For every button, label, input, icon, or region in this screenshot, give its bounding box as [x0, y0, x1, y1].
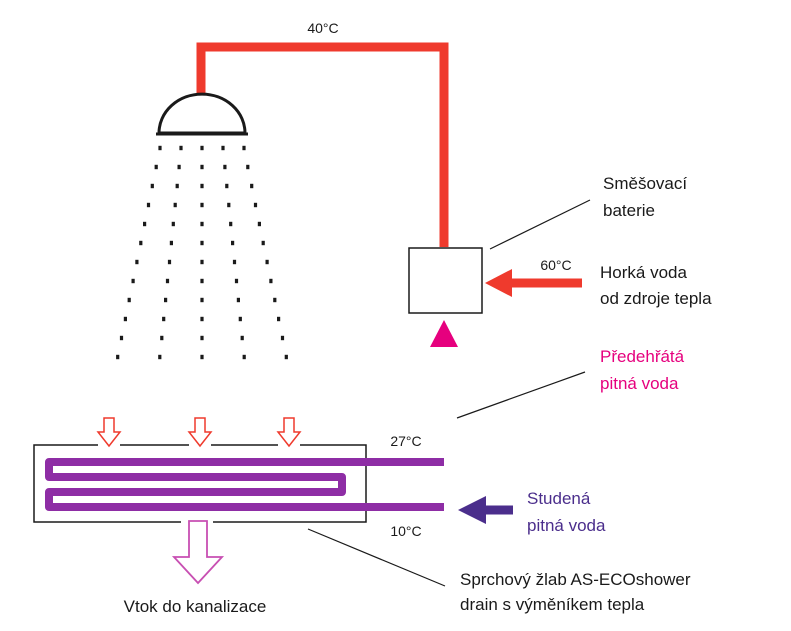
water-droplet	[200, 297, 204, 303]
water-droplet	[221, 145, 225, 151]
water-droplet	[280, 335, 285, 341]
water-droplet	[231, 240, 235, 246]
water-droplet	[127, 297, 131, 303]
water-droplet	[284, 354, 288, 360]
water-droplet	[232, 259, 237, 265]
water-droplet	[238, 316, 242, 322]
water-droplet	[123, 316, 127, 322]
water-droplet	[200, 335, 204, 341]
water-droplet	[158, 354, 162, 360]
temp-hot-input: 60°C	[540, 257, 571, 273]
heat-exchanger-coil	[45, 458, 444, 511]
water-droplet	[227, 202, 231, 208]
water-droplet	[146, 202, 151, 208]
shower-head-icon	[156, 92, 248, 136]
mixer-leader	[489, 199, 591, 250]
water-droplet	[250, 183, 254, 189]
water-droplet	[171, 221, 175, 227]
water-droplet	[200, 354, 204, 360]
hollow-down-arrow-icon	[276, 417, 302, 448]
water-droplet	[253, 202, 258, 208]
water-droplet	[164, 297, 168, 303]
preheated-label-line1: Předehřátá	[600, 347, 685, 366]
water-droplet	[169, 240, 173, 246]
hot-label-line1: Horká voda	[600, 263, 687, 282]
cold-label-line2: pitná voda	[527, 516, 606, 535]
hot-input-arrow	[485, 269, 582, 297]
water-droplet	[225, 183, 229, 189]
water-droplet	[179, 145, 183, 151]
drain-leader	[307, 528, 446, 587]
water-entry-arrows	[96, 417, 302, 448]
water-droplet	[242, 145, 246, 151]
hollow-down-arrow-icon	[187, 417, 213, 448]
preheated-leader	[456, 371, 586, 419]
water-droplet	[277, 316, 281, 322]
water-droplet	[177, 164, 181, 170]
drain-outflow-arrow-icon	[171, 520, 225, 585]
mixer-label-line1: Směšovací	[603, 174, 687, 193]
water-droplet	[135, 259, 139, 265]
water-droplet	[265, 259, 269, 265]
water-droplet	[119, 335, 124, 341]
cold-label-line1: Studená	[527, 489, 591, 508]
water-droplet	[269, 278, 273, 284]
water-droplet	[200, 221, 204, 227]
water-droplet	[116, 354, 120, 360]
water-droplet	[242, 354, 246, 360]
water-droplet	[139, 240, 143, 246]
water-droplet	[261, 240, 265, 246]
water-droplet	[162, 316, 166, 322]
water-droplet	[167, 259, 172, 265]
water-droplet	[200, 183, 204, 189]
temp-top: 40°C	[307, 20, 338, 36]
water-droplet	[240, 335, 244, 341]
water-droplet	[200, 164, 204, 170]
sewer-label: Vtok do kanalizace	[124, 597, 267, 616]
water-droplet	[200, 202, 204, 208]
water-droplet	[229, 221, 233, 227]
water-droplet	[200, 145, 204, 151]
water-spray	[116, 145, 288, 360]
water-droplet	[154, 164, 158, 170]
water-droplet	[175, 183, 179, 189]
hot-label-line2: od zdroje tepla	[600, 289, 712, 308]
mixer-label-line2: baterie	[603, 201, 655, 220]
water-droplet	[273, 297, 277, 303]
drain-label-line1: Sprchový žlab AS-ECOshower	[460, 570, 691, 589]
preheated-label-line2: pitná voda	[600, 374, 679, 393]
drain-label-line2: drain s výměníkem tepla	[460, 595, 645, 614]
water-droplet	[160, 335, 164, 341]
water-droplet	[131, 278, 135, 284]
temp-cold-input: 10°C	[390, 523, 421, 539]
water-droplet	[234, 278, 239, 284]
preheated-riser-arrow	[430, 320, 458, 462]
mixer-box	[408, 247, 483, 314]
water-droplet	[246, 164, 250, 170]
hot-supply-pipe	[196, 42, 449, 247]
temp-preheated: 27°C	[390, 433, 421, 449]
water-droplet	[165, 278, 170, 284]
cold-input-arrow	[458, 496, 513, 524]
hollow-down-arrow-icon	[96, 417, 122, 448]
water-droplet	[236, 297, 240, 303]
water-droplet	[200, 316, 204, 322]
water-droplet	[257, 221, 261, 227]
water-droplet	[223, 164, 227, 170]
water-droplet	[150, 183, 154, 189]
water-droplet	[173, 202, 177, 208]
water-droplet	[200, 240, 204, 246]
water-droplet	[200, 259, 204, 265]
water-droplet	[200, 278, 204, 284]
water-droplet	[158, 145, 162, 151]
water-droplet	[143, 221, 147, 227]
